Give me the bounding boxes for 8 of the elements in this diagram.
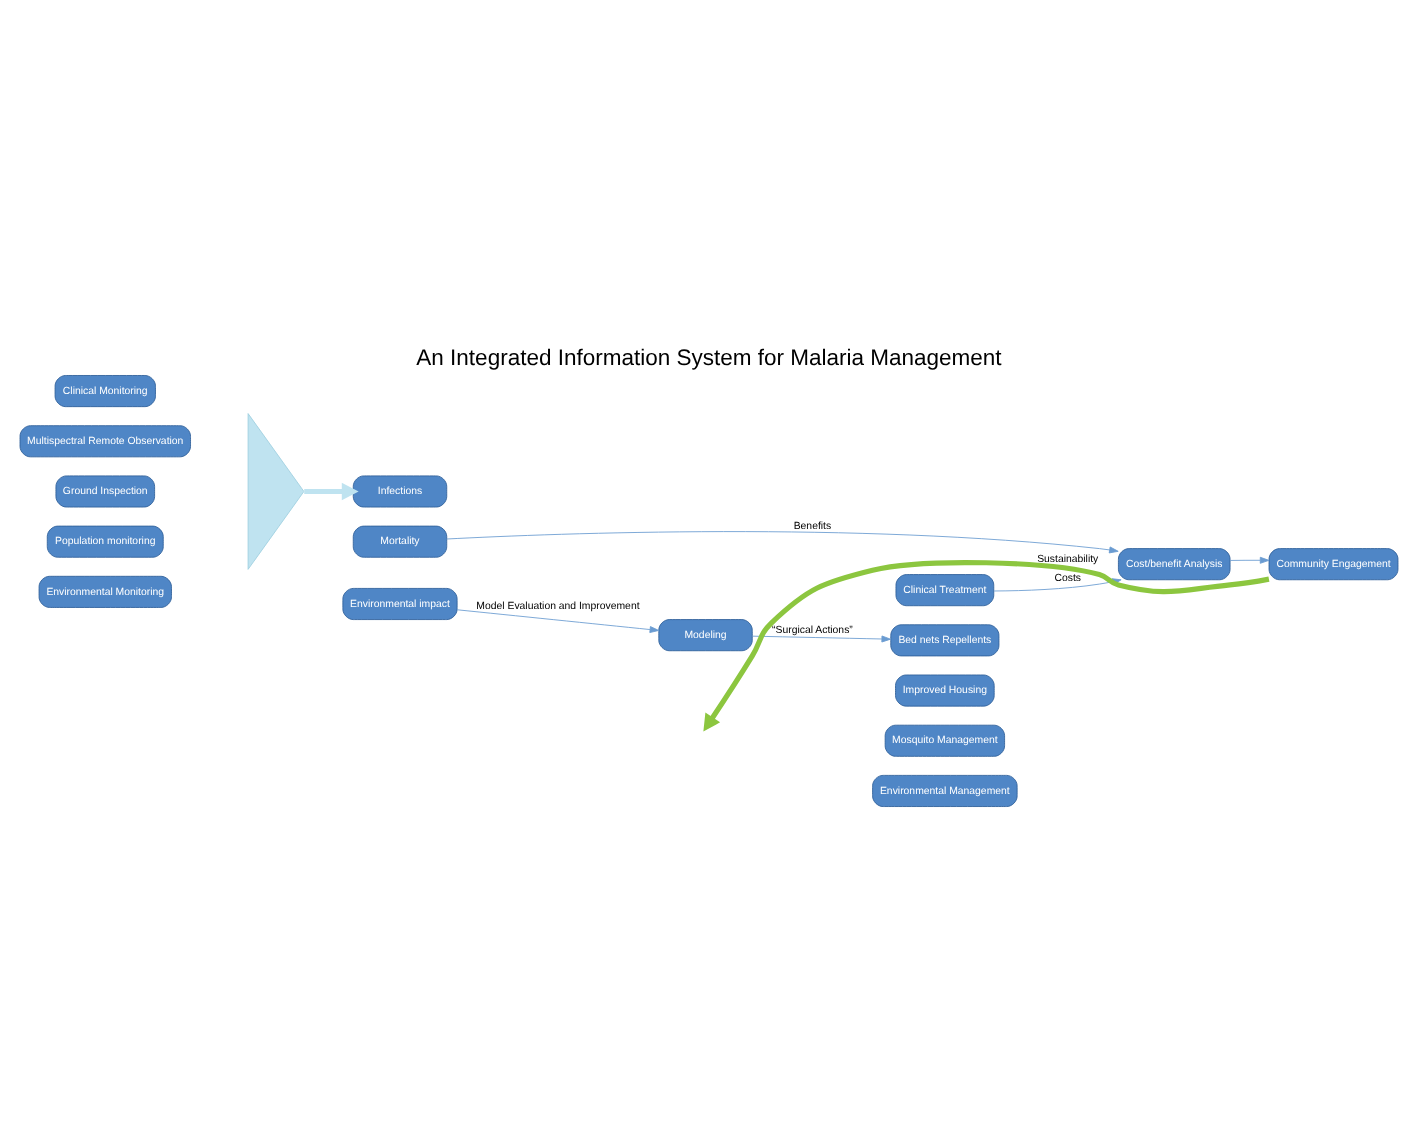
diagram-title: An Integrated Information System for Malaria Management [416, 345, 1002, 370]
arrow [752, 634, 891, 642]
arrow [1229, 555, 1270, 563]
arrow [304, 481, 359, 500]
arrow [703, 559, 1270, 731]
arrow [456, 608, 660, 632]
arrow [446, 530, 1119, 553]
node-triangle [247, 412, 305, 569]
